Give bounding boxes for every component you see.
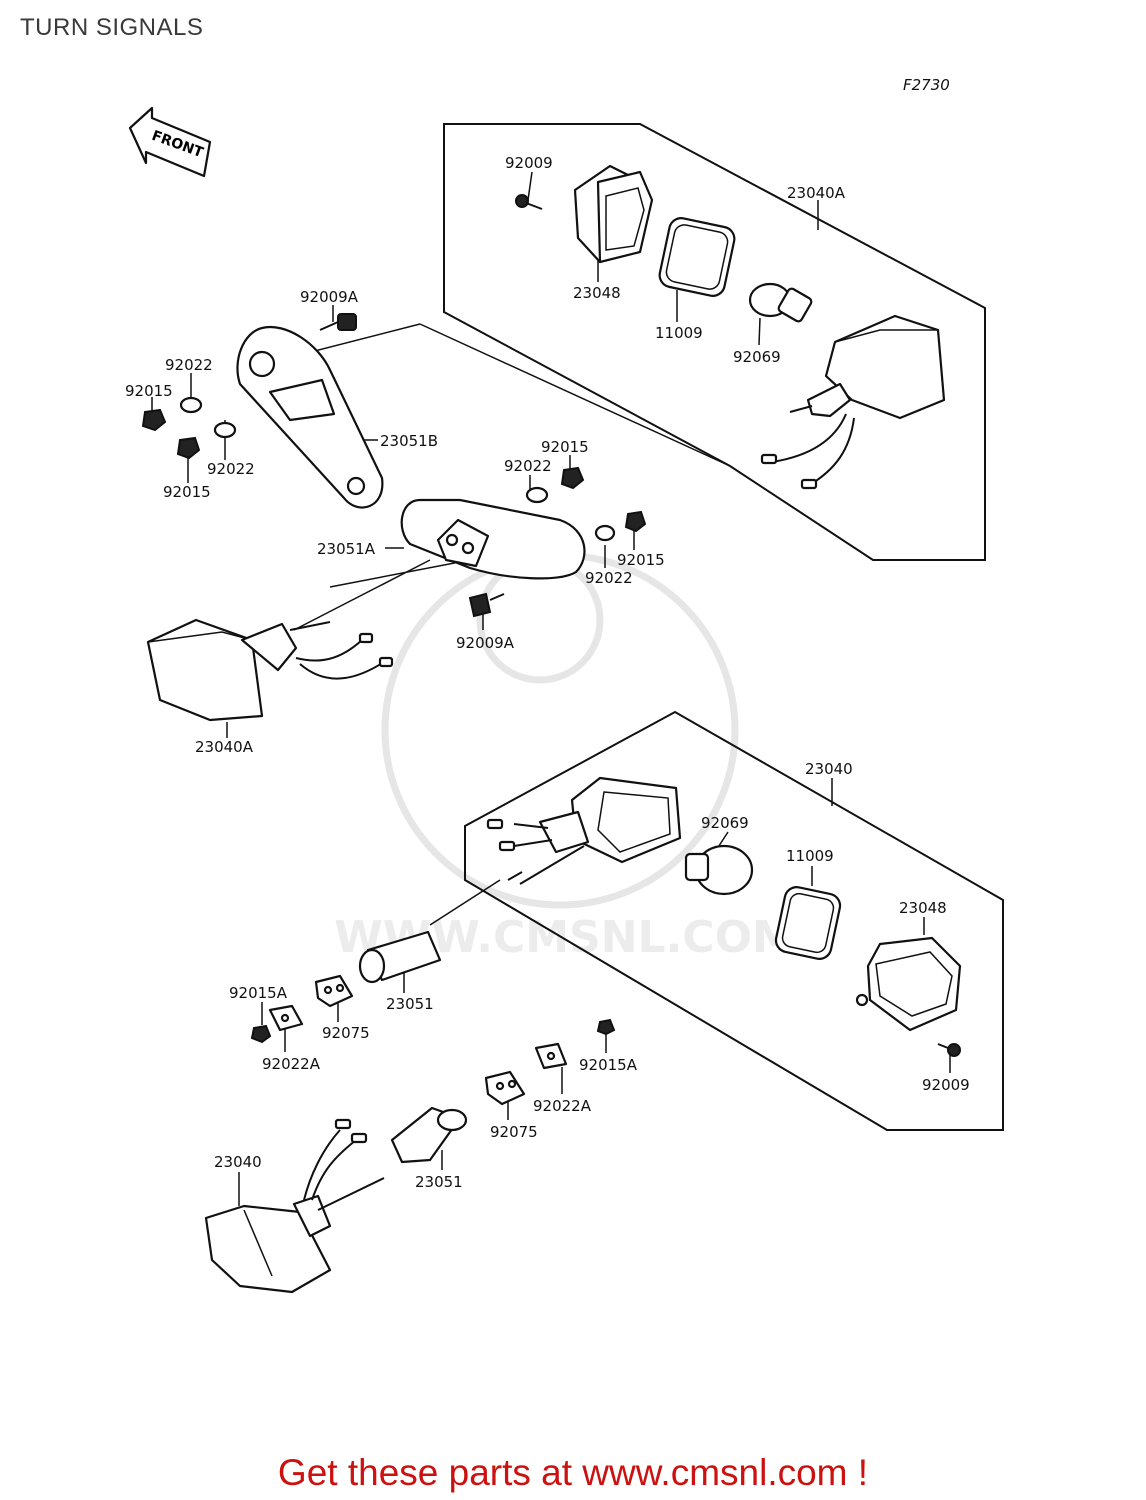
washers-92022A: [268, 1004, 568, 1070]
gasket-11009-upper: [658, 217, 736, 297]
part-labels: 92009 23040A 23048 11009 92069 92009A 92…: [125, 154, 970, 1191]
part-label: 23040: [805, 760, 853, 778]
page-title: TURN SIGNALS: [20, 14, 204, 41]
part-label: 23051: [415, 1173, 463, 1191]
sleeve-23051-lower: [390, 1106, 468, 1164]
lens-housing-23048-upper: [573, 164, 654, 264]
mount-plate-23051B: [236, 325, 384, 509]
lens-housing-23048-lower: [855, 936, 962, 1032]
bulb-92069-upper: [748, 282, 813, 323]
group-box-upper: [443, 123, 986, 561]
part-label: 92015: [541, 438, 589, 456]
front-arrow-icon: FRONT: [128, 106, 212, 178]
part-label: 92015: [617, 551, 665, 569]
figure-code: F2730: [903, 76, 950, 94]
part-label: 92022: [585, 569, 633, 587]
part-label: 23051: [386, 995, 434, 1013]
screw-92009-upper: [515, 194, 543, 210]
part-label: 92022: [504, 457, 552, 475]
part-label: 92015: [163, 483, 211, 501]
part-label: 11009: [786, 847, 834, 865]
mount-plate-23051A: [400, 498, 586, 580]
nuts-92015A: [250, 1018, 616, 1044]
washers-nuts-mid: [468, 466, 647, 618]
part-label: 23051A: [317, 540, 376, 558]
part-label: 92009: [505, 154, 553, 172]
part-label: 23048: [573, 284, 621, 302]
bolt-92009A-upper: [319, 313, 357, 331]
part-label: 92009A: [456, 634, 515, 652]
part-label: 92022: [207, 460, 255, 478]
part-label: 23040: [214, 1153, 262, 1171]
part-label: 92075: [490, 1123, 538, 1141]
collars-92075: [314, 974, 526, 1106]
part-label: 92015A: [229, 984, 288, 1002]
part-label: 92015: [125, 382, 173, 400]
screw-92009-lower: [937, 1043, 961, 1057]
watermark: WWW.CMSNL.COM: [334, 551, 796, 963]
part-label: 92075: [322, 1024, 370, 1042]
part-label: 92069: [733, 348, 781, 366]
gasket-11009-lower: [774, 886, 842, 960]
signal-23040A-left: [146, 618, 394, 722]
part-label: 92022A: [533, 1097, 592, 1115]
part-label: 23051B: [380, 432, 438, 450]
signal-23040-upper: [486, 776, 682, 885]
part-label: 23040A: [195, 738, 254, 756]
part-label: 23048: [899, 899, 947, 917]
part-label: 92022: [165, 356, 213, 374]
bulb-92069-lower: [684, 844, 754, 896]
cta-link[interactable]: Get these parts at www.cmsnl.com !: [277, 1452, 869, 1493]
part-label: 92009: [922, 1076, 970, 1094]
sleeve-23051-upper: [358, 930, 442, 984]
leader-lines: [151, 171, 951, 1206]
washers-nuts-left: [141, 396, 237, 460]
signal-23040A-upper: [760, 314, 946, 490]
part-label: 92015A: [579, 1056, 638, 1074]
signal-23040-lower: [204, 1118, 385, 1294]
part-label: 92022A: [262, 1055, 321, 1073]
part-label: 11009: [655, 324, 703, 342]
part-label: 23040A: [787, 184, 846, 202]
group-box-lower: [464, 710, 1004, 1131]
part-label: 92069: [701, 814, 749, 832]
part-label: 92009A: [300, 288, 359, 306]
